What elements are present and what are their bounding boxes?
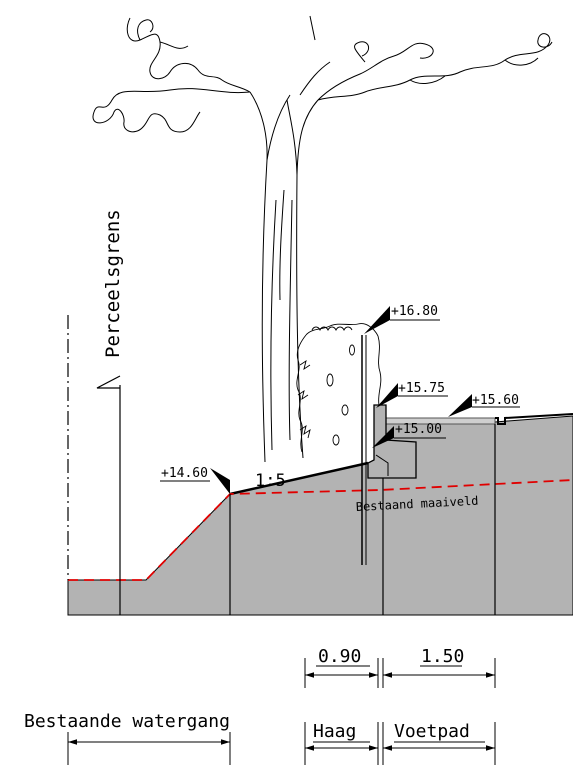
dimension-voetpad: 1.50 [382,646,496,688]
slope-label: 1:5 [255,471,286,491]
existing-ground-label: Bestaand maaiveld [355,494,478,514]
voetpad-width-label: 1.50 [421,646,464,667]
ground-fill [67,415,573,616]
svg-text:+15.75: +15.75 [398,381,445,396]
svg-text:+15.60: +15.60 [472,393,519,408]
watergang-label: Bestaande watergang [24,711,230,732]
boundary-triangle-icon [96,375,121,389]
tree [92,15,553,463]
dimension-watergang: Bestaande watergang [24,711,231,765]
level-marker-1460: +14.60 [160,466,230,494]
voetpad-label: Voetpad [394,721,470,742]
dimension-voetpad-label: Voetpad [382,721,496,765]
level-marker-1560: +15.60 [448,393,520,417]
level-marker-1680: +16.80 [364,304,440,334]
dimension-haag-label: Haag [304,721,379,765]
haag-label: Haag [313,721,356,742]
curb [367,404,417,479]
svg-text:+15.00: +15.00 [395,422,442,437]
haag-width-label: 0.90 [318,646,361,667]
level-marker-1500: +15.00 [372,422,446,448]
level-marker-1575: +15.75 [376,381,448,408]
svg-text:+16.80: +16.80 [391,304,438,319]
terrain-top-line [229,461,369,496]
curb-foot [375,454,389,476]
hedge [296,323,382,453]
dimension-haag: 0.90 [304,646,379,688]
perceelsgrens-label: Perceelsgrens [102,209,124,358]
terrain-right-line [495,413,573,425]
svg-text:+14.60: +14.60 [161,466,208,481]
